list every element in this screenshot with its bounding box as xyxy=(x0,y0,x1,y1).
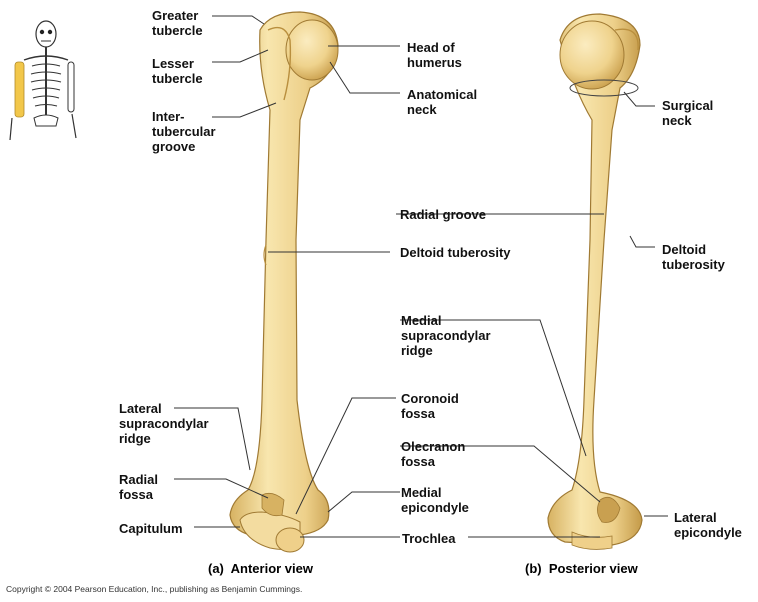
label-deltoid-tuberosity-anterior: Deltoid tuberosity xyxy=(400,245,511,260)
anterior-humerus xyxy=(229,11,339,553)
label-olecranon-fossa: Olecranon fossa xyxy=(401,439,466,469)
caption-anterior-view: (a) Anterior view xyxy=(208,561,313,576)
label-deltoid-tuberosity-posterior: Deltoid tuberosity xyxy=(662,242,725,272)
label-trochlea: Trochlea xyxy=(402,531,456,546)
label-head-of-humerus: Head of humerus xyxy=(407,40,462,70)
caption-posterior-view: (b) Posterior view xyxy=(525,561,638,576)
label-intertubercular-groove: Inter- tubercular groove xyxy=(152,109,216,154)
label-medial-supracondylar-ridge: Medial supracondylar ridge xyxy=(401,313,491,358)
label-lateral-supracondylar-ridge: Lateral supracondylar ridge xyxy=(119,401,209,446)
skeleton-thumbnail-icon xyxy=(9,20,77,141)
label-anatomical-neck: Anatomical neck xyxy=(407,87,478,117)
label-surgical-neck: Surgical neck xyxy=(662,98,714,128)
label-radial-fossa: Radial fossa xyxy=(119,472,159,502)
label-medial-epicondyle: Medial epicondyle xyxy=(401,485,469,515)
label-greater-tubercle: Greater tubercle xyxy=(152,8,203,38)
posterior-humerus xyxy=(547,13,643,550)
leader-lines xyxy=(174,15,668,538)
label-capitulum: Capitulum xyxy=(119,521,183,536)
label-lateral-epicondyle: Lateral epicondyle xyxy=(674,510,742,540)
label-coronoid-fossa: Coronoid fossa xyxy=(401,391,459,421)
copyright-notice: Copyright © 2004 Pearson Education, Inc.… xyxy=(6,584,303,594)
label-radial-groove: Radial groove xyxy=(400,207,486,222)
label-lesser-tubercle: Lesser tubercle xyxy=(152,56,203,86)
